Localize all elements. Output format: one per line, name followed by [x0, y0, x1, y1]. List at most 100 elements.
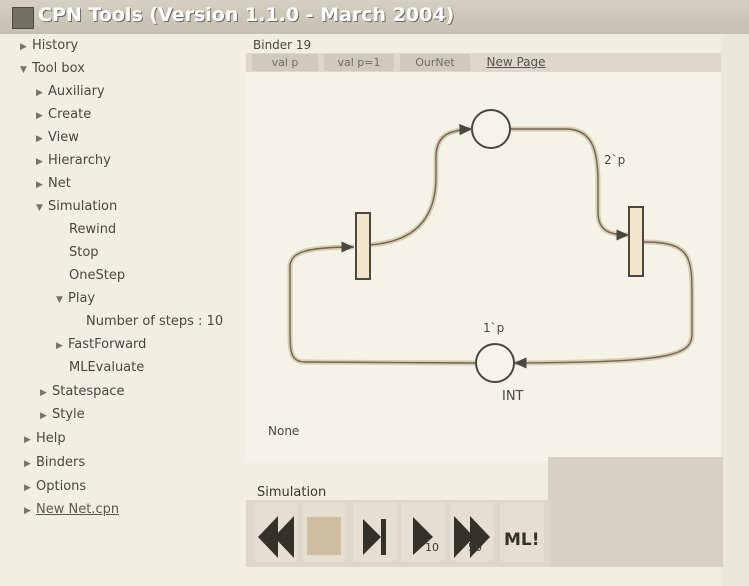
arc-inscription-top[interactable]: 2`p — [604, 153, 625, 167]
cpn-tools-logo-icon — [12, 7, 34, 29]
triangle-right-icon: ▶ — [40, 388, 47, 398]
triangle-right-icon: ▶ — [24, 459, 31, 469]
place-top[interactable] — [471, 109, 511, 149]
tab-ournet[interactable]: OurNet — [400, 54, 470, 71]
stop-icon — [302, 503, 346, 561]
triangle-right-icon: ▶ — [40, 411, 47, 421]
number-of-steps-option[interactable]: Number of steps : 10 — [86, 314, 224, 329]
tree-item-label: Binders — [36, 455, 86, 470]
tree-item-label: Stop — [69, 245, 99, 260]
rewind-button[interactable] — [254, 503, 298, 561]
fast-forward-icon — [450, 503, 494, 561]
tree-item-help[interactable]: ▶ Help — [24, 431, 66, 446]
triangle-right-icon: ▶ — [24, 435, 31, 445]
tree-item-view[interactable]: ▶ View — [36, 130, 79, 145]
tree-item-label: Statespace — [52, 384, 125, 399]
triangle-down-icon: ▼ — [36, 203, 43, 213]
tab-val-p[interactable]: val p — [252, 54, 318, 71]
fast-forward-button[interactable]: 50 — [450, 503, 494, 561]
tree-item-label: Auxiliary — [48, 84, 105, 99]
place-bottom[interactable] — [475, 343, 515, 383]
title-bar: CPN Tools (Version 1.1.0 - March 2004) — [0, 0, 749, 34]
triangle-down-icon: ▼ — [56, 295, 63, 305]
triangle-right-icon: ▶ — [36, 134, 43, 144]
tree-item-onestep[interactable]: OneStep — [69, 268, 125, 283]
triangle-right-icon: ▶ — [56, 341, 63, 351]
window-right-edge — [721, 34, 749, 586]
arc-transition-to-top-place[interactable] — [367, 126, 473, 248]
ml-evaluate-icon: ML! — [500, 503, 544, 561]
net-file-link[interactable]: New Net.cpn — [36, 502, 120, 517]
triangle-right-icon: ▶ — [24, 483, 31, 493]
steps-label: Number of steps — [86, 314, 194, 329]
tree-item-simulation[interactable]: ▼ Simulation — [36, 199, 117, 214]
tree-item-net[interactable]: ▶ Net — [36, 176, 71, 191]
tree-item-label: MLEvaluate — [69, 360, 145, 375]
net-canvas[interactable]: 2`p 1`p INT — [246, 72, 721, 462]
binder-tab-bar: val p val p=1 OurNet New Page — [246, 53, 721, 72]
arc-inscription-bottom[interactable]: 1`p — [483, 321, 504, 335]
transition-right[interactable] — [628, 206, 644, 277]
transition-left[interactable] — [355, 212, 371, 280]
play-icon — [401, 503, 445, 561]
tree-item-label: Simulation — [48, 199, 118, 214]
tree-item-label: Options — [36, 479, 87, 494]
fast-forward-steps-count: 50 — [468, 541, 482, 554]
ml-evaluate-label: ML! — [504, 530, 540, 550]
tree-item-auxiliary[interactable]: ▶ Auxiliary — [36, 84, 105, 99]
simulation-toolbar-label: Simulation — [257, 485, 327, 500]
triangle-right-icon: ▶ — [36, 111, 43, 121]
triangle-right-icon: ▶ — [24, 506, 31, 516]
play-button[interactable]: 10 — [401, 503, 445, 561]
tree-item-stop[interactable]: Stop — [69, 245, 99, 260]
tree-item-label: Tool box — [32, 61, 85, 76]
triangle-right-icon: ▶ — [36, 88, 43, 98]
tree-item-label: Create — [48, 107, 92, 122]
tab-new-page[interactable]: New Page — [486, 55, 546, 69]
tree-item-toolbox[interactable]: ▼ Tool box — [20, 61, 85, 76]
tree-item-style[interactable]: ▶ Style — [40, 407, 85, 422]
tree-item-label: Net — [48, 176, 71, 191]
triangle-right-icon: ▶ — [20, 42, 27, 52]
steps-value[interactable]: 10 — [206, 314, 224, 329]
tree-item-rewind[interactable]: Rewind — [69, 222, 116, 237]
tree-item-mlevaluate[interactable]: MLEvaluate — [69, 360, 144, 375]
tree-item-label: View — [48, 130, 79, 145]
ml-evaluate-button[interactable]: ML! — [500, 503, 544, 561]
tree-item-hierarchy[interactable]: ▶ Hierarchy — [36, 153, 111, 168]
tree-item-net-file[interactable]: ▶ New Net.cpn — [24, 502, 119, 517]
tab-val-p-1[interactable]: val p=1 — [324, 54, 394, 71]
place-color-set[interactable]: INT — [502, 389, 524, 404]
triangle-down-icon: ▼ — [20, 65, 27, 75]
tree-item-label: Hierarchy — [48, 153, 111, 168]
tree-item-label: Rewind — [69, 222, 117, 237]
triangle-right-icon: ▶ — [36, 157, 43, 167]
index-tree: ▶ History ▼ Tool box ▶ Auxiliary ▶ Create ▶ V… — [0, 34, 246, 586]
tree-item-create[interactable]: ▶ Create — [36, 107, 91, 122]
tree-item-label: Play — [68, 291, 96, 306]
tree-item-history[interactable]: ▶ History — [20, 38, 78, 53]
tree-item-options[interactable]: ▶ Options — [24, 479, 86, 494]
stop-button[interactable] — [302, 503, 346, 561]
tree-item-binders[interactable]: ▶ Binders — [24, 455, 85, 470]
rewind-icon — [254, 503, 298, 561]
tree-item-label: History — [32, 38, 79, 53]
tree-item-statespace[interactable]: ▶ Statespace — [40, 384, 125, 399]
tree-item-fastforward[interactable]: ▶ FastForward — [56, 337, 146, 352]
play-steps-count: 10 — [425, 541, 439, 554]
page-shadow — [548, 457, 723, 567]
arc-top-place-to-transition[interactable] — [510, 126, 630, 238]
net-drawing: 2`p 1`p INT — [287, 109, 695, 404]
tree-item-label: FastForward — [68, 337, 147, 352]
tree-item-label: OneStep — [69, 268, 126, 283]
tree-item-label: Style — [52, 407, 85, 422]
status-message: None — [268, 424, 300, 438]
tree-item-play[interactable]: ▼ Play — [56, 291, 95, 306]
arc-bottom-place-to-transition[interactable] — [287, 244, 477, 366]
one-step-button[interactable] — [353, 503, 397, 561]
tree-item-label: Help — [36, 431, 66, 446]
step-forward-icon — [353, 503, 397, 561]
window-title: CPN Tools (Version 1.1.0 - March 2004) — [38, 4, 455, 26]
arc-transition-to-bottom-place[interactable] — [513, 239, 695, 366]
triangle-right-icon: ▶ — [36, 180, 43, 190]
